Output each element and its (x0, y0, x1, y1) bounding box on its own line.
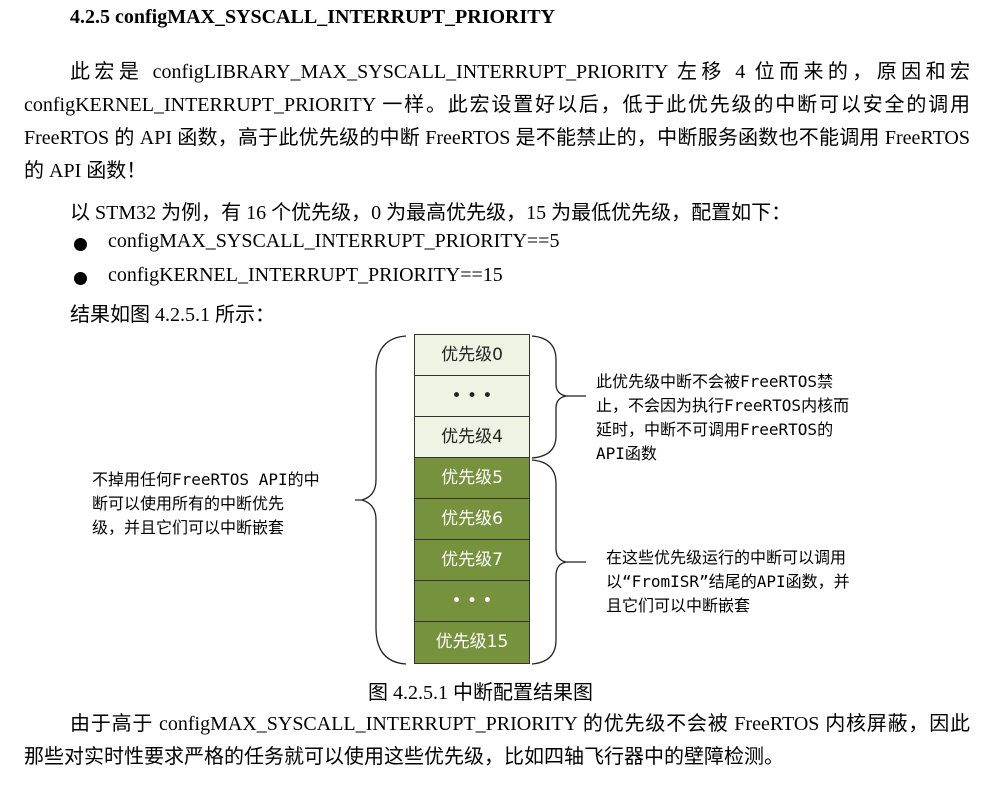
priority-level-ellipsis-upper: • • • (414, 375, 530, 417)
note-left-line: 断可以使用所有的中断优先 (92, 494, 285, 513)
priority-level-4: 优先级4 (414, 416, 530, 458)
note-lower-right-line: 以“FromISR”结尾的API函数，并 (606, 572, 850, 591)
bullet-item-1: configMAX_SYSCALL_INTERRUPT_PRIORITY==5 (108, 230, 560, 252)
priority-level-ellipsis-lower: • • • (414, 580, 530, 622)
figure-caption: 图 4.2.5.1 中断配置结果图 (368, 682, 593, 704)
note-lower-right-line: 在这些优先级运行的中断可以调用 (606, 548, 847, 567)
note-lower-right: 在这些优先级运行的中断可以调用 以“FromISR”结尾的API函数，并 且它们… (606, 546, 850, 618)
bullet-dot-1 (74, 238, 87, 251)
note-left: 不掉用任何FreeRTOS API的中 断可以使用所有的中断优先 级，并且它们可… (92, 468, 320, 540)
note-upper-right-line: 此优先级中断不会被FreeRTOS禁 (596, 372, 834, 391)
paragraph-2: 以 STM32 为例，有 16 个优先级，0 为最高优先级，15 为最低优先级，… (70, 202, 792, 224)
note-left-line: 不掉用任何FreeRTOS API的中 (92, 470, 320, 489)
priority-level-7: 优先级7 (414, 539, 530, 581)
priority-level-6: 优先级6 (414, 498, 530, 540)
paragraph-3: 由于高于 configMAX_SYSCALL_INTERRUPT_PRIORIT… (24, 713, 970, 768)
bullet-dot-2 (74, 272, 87, 285)
note-upper-right-line: 止，不会因为执行FreeRTOS内核而 (596, 396, 850, 415)
priority-level-5: 优先级5 (414, 457, 530, 499)
section-heading: 4.2.5 configMAX_SYSCALL_INTERRUPT_PRIORI… (70, 6, 556, 28)
right-brace-upper (531, 335, 567, 459)
note-upper-right: 此优先级中断不会被FreeRTOS禁 止，不会因为执行FreeRTOS内核而 延… (596, 370, 849, 466)
note-lower-right-line: 且它们可以中断嵌套 (606, 596, 751, 615)
note-upper-right-line: API函数 (596, 444, 657, 463)
note-left-line: 级，并且它们可以中断嵌套 (92, 518, 285, 537)
note-upper-right-line: 延时，中断不可调用FreeRTOS的 (596, 420, 834, 439)
priority-level-15: 优先级15 (414, 621, 530, 664)
priority-level-0: 优先级0 (414, 334, 530, 376)
figure-intro: 结果如图 4.2.5.1 所示： (70, 304, 275, 326)
right-brace-lower (531, 459, 567, 665)
bullet-item-2: configKERNEL_INTERRUPT_PRIORITY==15 (108, 264, 503, 286)
left-brace (359, 335, 407, 665)
paragraph-1: 此宏是 configLIBRARY_MAX_SYSCALL_INTERRUPT_… (24, 61, 970, 182)
